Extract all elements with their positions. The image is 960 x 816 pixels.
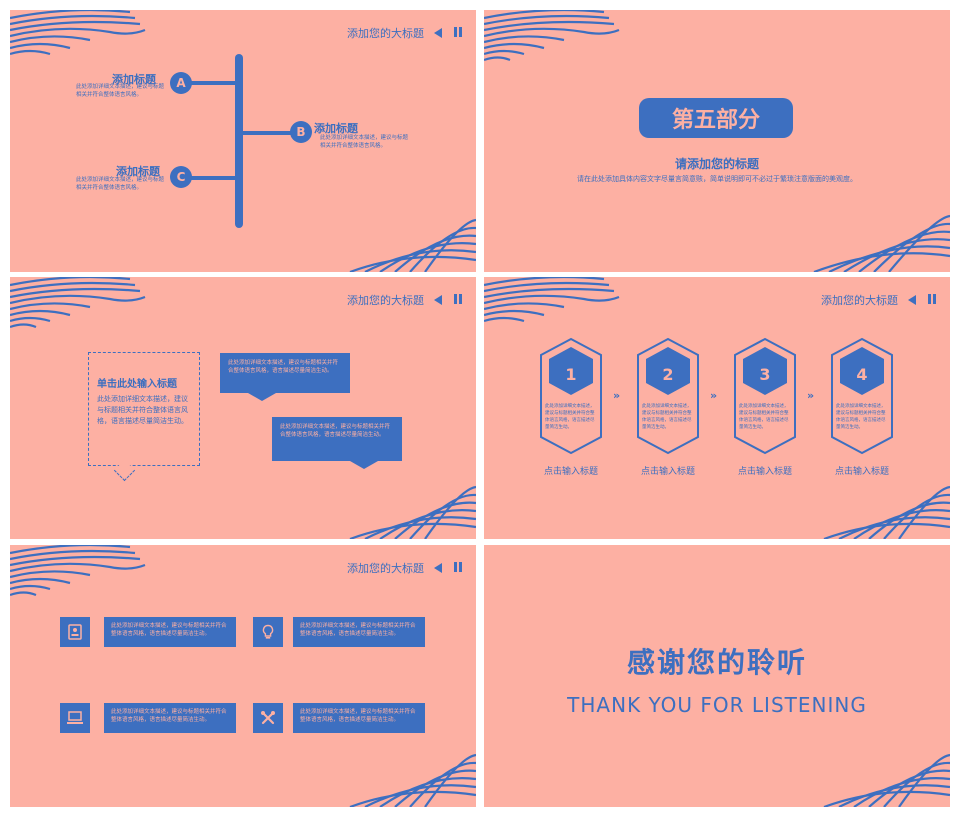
- step-desc-1: 此处添加详细文本描述，建议与标题相关并符合整体语言风格，语言描述尽量简洁生动。: [545, 404, 595, 430]
- step-num-1: 1: [565, 365, 577, 384]
- thanks-subtitle: THANK YOU FOR LISTENING: [567, 693, 867, 717]
- item-box-4: 此处添加详细文本描述，建议与标题相关并符合整体语言风格，语言描述尽量简洁生动。: [293, 703, 425, 733]
- step-frame-3: [734, 337, 796, 455]
- wave-decoration: [484, 277, 950, 539]
- bubble-2: 此处添加详细文本描述，建议与标题相关并符合整体语言风格，语言描述尽量简洁生动。: [272, 417, 402, 461]
- slide-3[interactable]: 添加您的大标题 单击此处输入标题 此处添加详细文本描述，建议与标题相关并符合整体…: [10, 277, 476, 539]
- chevron-right-icon: »: [710, 389, 718, 402]
- connector-c: [190, 176, 238, 180]
- slide-1[interactable]: 添加您的大标题 A 添加标题 此处添加详细文本描述，建议与标题相关并符合整体语言…: [10, 10, 476, 272]
- lightbulb-icon: [253, 617, 283, 647]
- step-label-1: 点击输入标题: [543, 467, 598, 477]
- wave-decoration: [823, 753, 950, 807]
- bubble-1-tail: [248, 393, 276, 401]
- item-a-desc: 此处添加详细文本描述，建议与标题相关并符合整体语言风格。: [76, 84, 165, 98]
- step-label-2: 点击输入标题: [640, 467, 695, 477]
- step-frame-1: [540, 337, 602, 455]
- wave-decoration: [10, 277, 476, 539]
- pause-icon[interactable]: [452, 26, 462, 40]
- wave-decoration: [484, 10, 950, 272]
- step-num-2: 2: [662, 365, 674, 384]
- section-title: 第五部分: [639, 98, 793, 138]
- item-b-title: 添加标题: [314, 122, 358, 135]
- step-frame-4: [831, 337, 893, 455]
- step-frame-2: [637, 337, 699, 455]
- slide-4[interactable]: 添加您的大标题 1 2 3 4 此处添加详细文本描述，建议与标题相关并符合整体语…: [484, 277, 950, 539]
- item-c-title: 添加标题: [116, 165, 160, 178]
- back-arrow-icon[interactable]: [434, 295, 442, 305]
- back-arrow-icon[interactable]: [434, 563, 442, 573]
- bubble-2-tail: [350, 461, 378, 469]
- header: 添加您的大标题: [347, 25, 462, 41]
- thanks-title: 感谢您的聆听: [626, 646, 807, 679]
- circle-b: B: [290, 121, 312, 143]
- wave-decoration: [10, 10, 476, 272]
- step-frames: [540, 337, 893, 455]
- back-arrow-icon[interactable]: [434, 28, 442, 38]
- id-card-icon: [60, 617, 90, 647]
- header-title: 添加您的大标题: [347, 27, 424, 40]
- step-desc-2: 此处添加详细文本描述，建议与标题相关并符合整体语言风格，语言描述尽量简洁生动。: [642, 404, 692, 430]
- item-box-2: 此处添加详细文本描述，建议与标题相关并符合整体语言风格，语言描述尽量简洁生动。: [293, 617, 425, 647]
- step-hex-2: [646, 347, 690, 395]
- callout-title: 单击此处输入标题: [97, 379, 177, 390]
- section-subtitle: 请添加您的标题: [674, 157, 759, 171]
- chevron-right-icon: »: [807, 389, 815, 402]
- step-label-4: 点击输入标题: [834, 467, 889, 477]
- back-arrow-icon[interactable]: [908, 295, 916, 305]
- tools-icon: [253, 703, 283, 733]
- step-num-3: 3: [759, 365, 771, 384]
- item-c-desc: 此处添加详细文本描述，建议与标题相关并符合整体语言风格。: [76, 177, 165, 191]
- wave-decoration: [10, 545, 476, 807]
- step-hex-4: [840, 347, 884, 395]
- circle-a: A: [170, 72, 192, 94]
- circle-c: C: [170, 166, 192, 188]
- step-hex-1: [549, 347, 593, 395]
- header-title: 添加您的大标题: [347, 562, 424, 575]
- header-title: 添加您的大标题: [347, 294, 424, 307]
- header: 添加您的大标题: [347, 560, 462, 576]
- item-box-1: 此处添加详细文本描述，建议与标题相关并符合整体语言风格，语言描述尽量简洁生动。: [104, 617, 236, 647]
- pause-icon[interactable]: [452, 293, 462, 307]
- step-hex-3: [743, 347, 787, 395]
- chevron-right-icon: »: [613, 389, 621, 402]
- callout-desc: 此处添加详细文本描述，建议与标题相关并符合整体语言风格，语言描述尽量简洁生动。: [97, 395, 188, 425]
- step-desc-4: 此处添加详细文本描述，建议与标题相关并符合整体语言风格，语言描述尽量简洁生动。: [836, 404, 886, 430]
- pause-icon[interactable]: [926, 293, 936, 307]
- header: 添加您的大标题: [347, 292, 462, 308]
- section-desc: 请在此处添加具体内容文字尽量言简意赅，简单说明即可不必过于繁琐注意版面的美观度。: [577, 175, 857, 183]
- connector-a: [190, 81, 238, 85]
- pause-icon[interactable]: [452, 561, 462, 575]
- step-num-4: 4: [856, 365, 868, 384]
- connector-b: [240, 131, 302, 135]
- bubble-1: 此处添加详细文本描述，建议与标题相关并符合整体语言风格，语言描述尽量简洁生动。: [220, 353, 350, 393]
- step-label-3: 点击输入标题: [737, 467, 792, 477]
- timeline-bar: [235, 54, 243, 228]
- slide-6[interactable]: 感谢您的聆听 THANK YOU FOR LISTENING: [484, 545, 950, 807]
- laptop-icon: [60, 703, 90, 733]
- step-desc-3: 此处添加详细文本描述，建议与标题相关并符合整体语言风格，语言描述尽量简洁生动。: [739, 404, 789, 430]
- slide-5[interactable]: 添加您的大标题 此处添加详细文本描述，建议与标题相关并符合整体语言风格，语言描述…: [10, 545, 476, 807]
- dashed-callout: [88, 352, 200, 466]
- slide-2[interactable]: 第五部分 请添加您的标题 请在此处添加具体内容文字尽量言简意赅，简单说明即可不必…: [484, 10, 950, 272]
- item-b-desc: 此处添加详细文本描述，建议与标题相关并符合整体语言风格。: [320, 135, 409, 149]
- header-title: 添加您的大标题: [821, 294, 898, 307]
- item-a-title: 添加标题: [112, 73, 156, 86]
- header: 添加您的大标题: [821, 292, 936, 308]
- item-box-3: 此处添加详细文本描述，建议与标题相关并符合整体语言风格，语言描述尽量简洁生动。: [104, 703, 236, 733]
